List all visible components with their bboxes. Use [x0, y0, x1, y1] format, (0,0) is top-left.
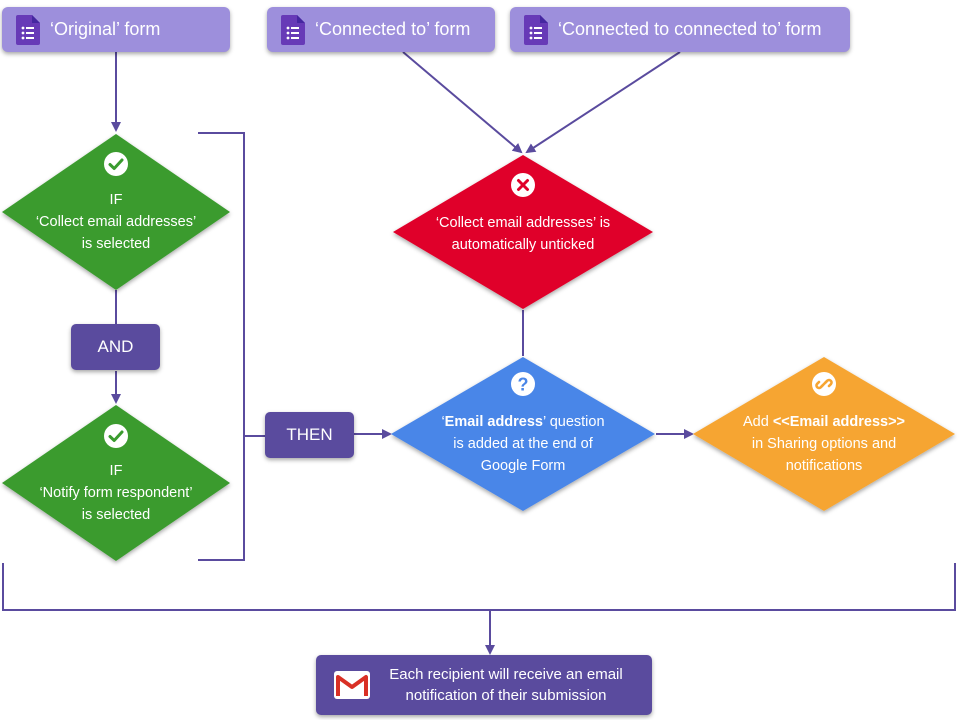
unticked-text: ‘Collect email addresses’ is automatical… — [413, 212, 633, 256]
connected-form-label: ‘Connected to’ form — [315, 19, 471, 39]
email-question-line-3: Google Form — [480, 458, 566, 474]
diamond-email-question — [391, 357, 655, 511]
gmail-icon — [334, 671, 370, 699]
connected-connected-form-box: ‘Connected to connected to’ form — [510, 7, 850, 52]
sharing-line-3: notifications — [785, 458, 863, 474]
email-address-bold: Email address — [444, 414, 543, 430]
result-text: Each recipient will receive an email not… — [378, 664, 652, 706]
diamond-collect-email — [2, 134, 230, 290]
check-circle-icon — [104, 152, 128, 176]
and-box: AND — [71, 324, 160, 370]
sharing-text: Add <<Email address>> in Sharing options… — [714, 411, 934, 477]
svg-text:?: ? — [518, 375, 529, 395]
result-line-2: notification of their submission — [405, 687, 607, 704]
email-question-line-2: is added at the end of — [453, 436, 593, 452]
bracket-bottom — [2, 563, 956, 611]
diamond-unticked — [393, 155, 653, 309]
original-form-label: ‘Original’ form — [50, 19, 161, 39]
then-label: THEN — [286, 425, 333, 444]
x-circle-icon — [511, 173, 535, 197]
diamond-notify-respondent — [2, 405, 230, 561]
result-box: Each recipient will receive an email not… — [316, 655, 652, 715]
collect-condition-setting: ‘Collect email addresses’ — [35, 214, 197, 230]
sharing-email-placeholder: <<Email address>> — [772, 414, 906, 430]
diamond-sharing — [693, 357, 955, 511]
google-forms-icon — [16, 14, 40, 45]
google-forms-icon — [281, 14, 305, 45]
collect-if-keyword: IF — [109, 192, 123, 208]
bracket-if-conditions — [198, 132, 245, 561]
connected-form-box: ‘Connected to’ form — [267, 7, 495, 52]
notify-condition-text: IF ‘Notify form respondent’ is selected — [16, 460, 216, 526]
collect-condition-state: is selected — [81, 236, 151, 252]
google-forms-icon — [524, 14, 548, 45]
original-form-box: ‘Original’ form — [2, 7, 230, 52]
quote-open: ‘ — [441, 414, 445, 430]
connected-connected-form-label: ‘Connected to connected to’ form — [558, 19, 822, 39]
check-circle-icon — [104, 424, 128, 448]
then-box: THEN — [265, 412, 354, 458]
sharing-line-1: Add <<Email address>> — [714, 411, 934, 433]
result-line-1: Each recipient will receive an email — [389, 666, 623, 683]
unticked-line-1: ‘Collect email addresses’ is — [435, 215, 611, 231]
connector-connected-connected-to-unticked — [525, 51, 681, 154]
question-circle-icon: ? — [511, 372, 535, 396]
email-question-line-1: ‘Email address’ question — [413, 411, 633, 433]
notify-condition-state: is selected — [81, 507, 151, 523]
email-question-text: ‘Email address’ question is added at the… — [413, 411, 633, 477]
unticked-line-2: automatically unticked — [451, 237, 595, 253]
sharing-line-2: in Sharing options and — [751, 436, 897, 452]
sharing-add: Add — [742, 414, 773, 430]
link-icon — [812, 372, 836, 396]
connector-connected-to-unticked — [402, 51, 523, 154]
and-label: AND — [97, 337, 134, 356]
connectors — [2, 51, 956, 655]
question-suffix: ’ question — [543, 414, 605, 430]
notify-if-keyword: IF — [109, 463, 123, 479]
notify-condition-setting: ‘Notify form respondent’ — [39, 485, 193, 501]
collect-condition-text: IF ‘Collect email addresses’ is selected — [16, 189, 216, 255]
